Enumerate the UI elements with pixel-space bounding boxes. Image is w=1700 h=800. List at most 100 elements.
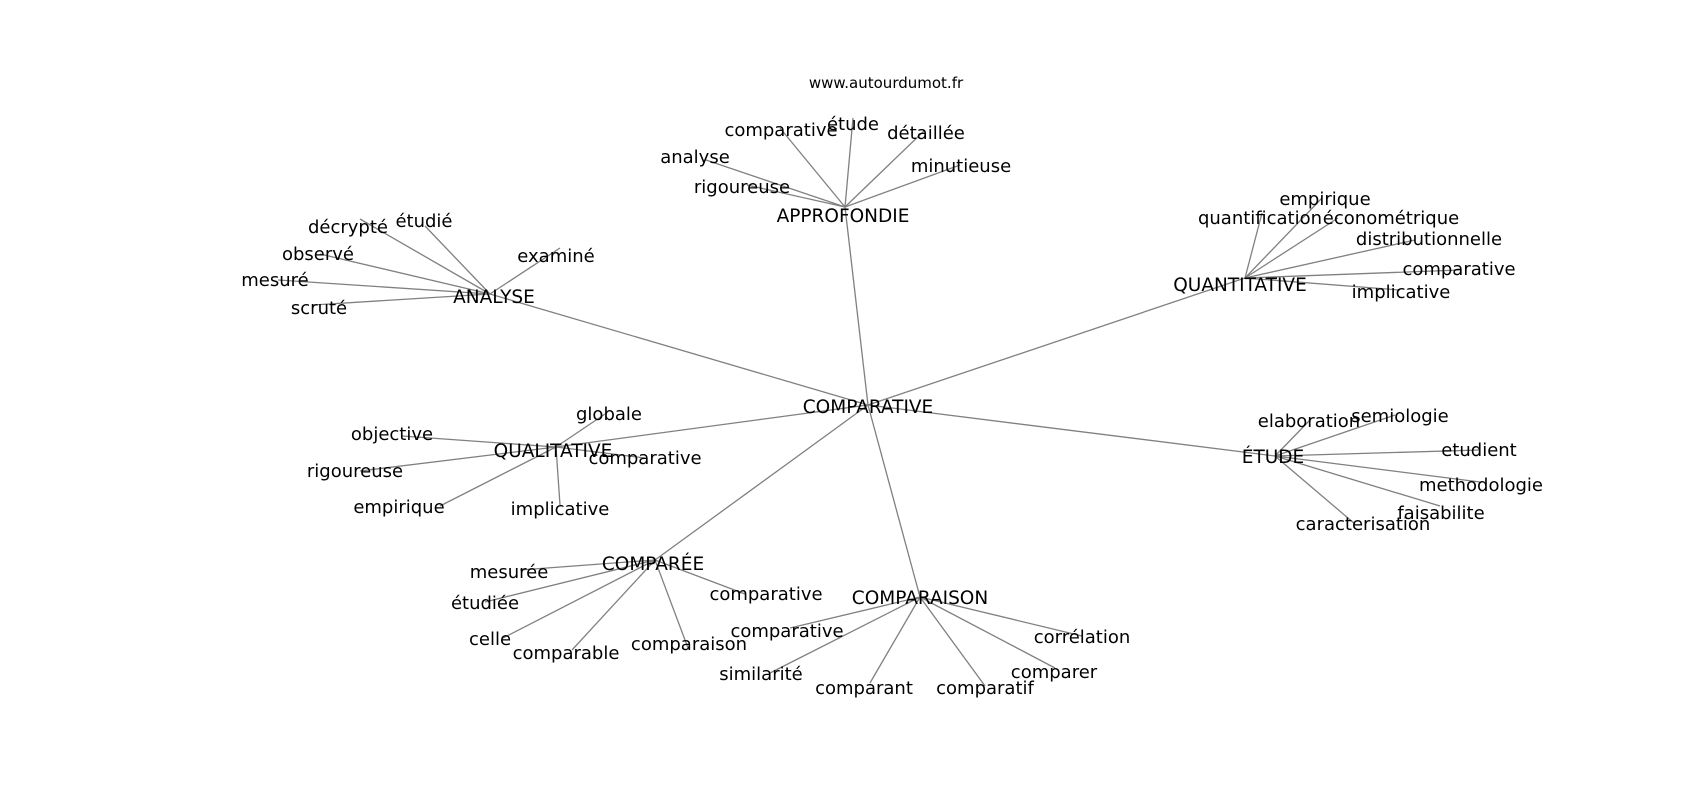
edge-qualitative-leaf-0 — [555, 413, 606, 448]
node-leaf-comparaison-3[interactable]: similarité — [719, 664, 802, 685]
node-hub-qualitative[interactable]: QUALITATIVE — [494, 441, 613, 462]
node-leaf-comparee-2[interactable]: comparative — [709, 584, 822, 605]
edge-comparee-leaf-4 — [654, 559, 689, 649]
node-leaf-approfondie-5[interactable]: rigoureuse — [694, 177, 790, 198]
edge-root-comparee — [654, 404, 869, 561]
node-hub-etude[interactable]: ÉTUDE — [1242, 446, 1304, 468]
node-leaf-quantitative-5[interactable]: implicative — [1352, 282, 1451, 303]
node-leaf-analyse-4[interactable]: mesuré — [241, 270, 308, 291]
edge-quantitative-leaf-1 — [1244, 212, 1263, 279]
edge-etude-leaf-5 — [1274, 455, 1356, 525]
node-leaf-quantitative-4[interactable]: comparative — [1402, 259, 1515, 280]
node-leaf-comparee-1[interactable]: étudiée — [451, 593, 519, 614]
node-leaf-comparaison-0[interactable]: comparative — [730, 621, 843, 642]
edge-etude-leaf-2 — [1274, 449, 1481, 457]
node-leaf-comparee-0[interactable]: mesurée — [470, 562, 549, 583]
node-leaf-comparee-3[interactable]: celle — [469, 629, 511, 650]
edge-comparee-leaf-0 — [519, 559, 656, 571]
node-leaf-etude-5[interactable]: caracterisation — [1296, 514, 1431, 535]
edge-analyse-leaf-3 — [489, 247, 561, 295]
edge-root-etude — [867, 404, 1276, 457]
node-leaf-comparaison-4[interactable]: comparant — [815, 678, 913, 699]
node-root[interactable]: COMPARATIVE — [803, 397, 934, 418]
node-hub-comparaison[interactable]: COMPARAISON — [852, 588, 988, 609]
node-leaf-approfondie-0[interactable]: comparative — [724, 120, 837, 141]
node-leaf-quantitative-3[interactable]: distributionnelle — [1356, 229, 1502, 250]
node-leaf-comparaison-2[interactable]: comparer — [1011, 662, 1098, 683]
edge-comparaison-leaf-1 — [919, 596, 1083, 637]
edge-root-qualitative — [555, 404, 869, 448]
edge-comparaison-leaf-3 — [769, 596, 921, 674]
node-leaf-analyse-5[interactable]: scruté — [291, 298, 347, 319]
edge-approfondie-leaf-1 — [844, 117, 854, 208]
node-leaf-analyse-0[interactable]: décrypté — [308, 217, 388, 238]
edge-etude-leaf-0 — [1274, 419, 1311, 457]
edge-qualitative-leaf-1 — [401, 435, 557, 448]
watermark-text: www.autourdumot.fr — [809, 74, 964, 92]
edge-etude-leaf-3 — [1274, 455, 1481, 483]
node-hub-comparee[interactable]: COMPARÉE — [602, 553, 704, 575]
node-leaf-quantitative-1[interactable]: quantification — [1198, 208, 1322, 229]
edge-comparaison-leaf-0 — [789, 596, 921, 629]
node-leaf-comparee-5[interactable]: comparable — [513, 643, 620, 664]
edge-root-approfondie — [844, 206, 869, 406]
edge-analyse-leaf-2 — [319, 253, 491, 295]
node-hub-quantitative[interactable]: QUANTITATIVE — [1173, 275, 1307, 296]
edge-quantitative-leaf-0 — [1244, 197, 1323, 279]
node-leaf-approfondie-3[interactable]: analyse — [660, 147, 730, 168]
node-leaf-analyse-2[interactable]: observé — [282, 244, 354, 265]
edge-approfondie-leaf-2 — [844, 129, 926, 208]
edge-etude-leaf-1 — [1274, 414, 1396, 457]
edge-root-comparaison — [867, 404, 921, 598]
edge-comparaison-leaf-4 — [869, 596, 921, 684]
edge-qualitative-leaf-3 — [359, 446, 557, 472]
edge-analyse-leaf-4 — [277, 279, 491, 295]
node-leaf-qualitative-1[interactable]: objective — [351, 424, 433, 445]
edge-comparaison-leaf-5 — [919, 596, 986, 687]
edge-etude-leaf-4 — [1274, 455, 1441, 507]
node-leaf-qualitative-4[interactable]: empirique — [353, 497, 444, 518]
edge-quantitative-leaf-5 — [1244, 277, 1401, 291]
edge-qualitative-leaf-2 — [555, 446, 646, 459]
edge-analyse-leaf-1 — [424, 225, 491, 295]
node-leaf-approfondie-2[interactable]: détaillée — [887, 123, 965, 144]
labels-layer: www.autourdumot.fr COMPARATIVE APPROFONDI… — [241, 74, 1543, 699]
node-leaf-qualitative-2[interactable]: comparative — [588, 448, 701, 469]
node-leaf-analyse-3[interactable]: examiné — [517, 246, 594, 267]
edge-approfondie-leaf-0 — [779, 127, 846, 208]
node-leaf-quantitative-0[interactable]: empirique — [1279, 189, 1370, 210]
edges-layer — [277, 117, 1481, 687]
node-leaf-etude-2[interactable]: etudient — [1441, 440, 1517, 461]
edge-root-analyse — [489, 293, 869, 406]
edge-quantitative-leaf-4 — [1244, 269, 1461, 279]
node-leaf-etude-0[interactable]: elaboration — [1258, 411, 1360, 432]
edge-comparee-leaf-5 — [571, 559, 656, 651]
edge-comparaison-leaf-2 — [919, 596, 1056, 669]
node-hub-analyse[interactable]: ANALYSE — [453, 287, 535, 308]
node-leaf-approfondie-1[interactable]: étude — [827, 114, 879, 135]
edge-root-quantitative — [867, 277, 1246, 406]
node-leaf-analyse-1[interactable]: étudié — [395, 211, 452, 232]
edge-analyse-leaf-5 — [312, 293, 491, 306]
node-leaf-quantitative-2[interactable]: économétrique — [1323, 208, 1459, 229]
edge-qualitative-leaf-4 — [439, 446, 557, 507]
node-leaf-comparaison-1[interactable]: corrélation — [1034, 627, 1131, 648]
edge-comparee-leaf-3 — [502, 559, 656, 639]
node-leaf-etude-1[interactable]: semiologie — [1351, 406, 1449, 427]
node-leaf-comparee-4[interactable]: comparaison — [631, 634, 747, 655]
node-leaf-qualitative-3[interactable]: rigoureuse — [307, 461, 403, 482]
edge-comparee-leaf-2 — [654, 559, 746, 595]
node-leaf-approfondie-4[interactable]: minutieuse — [911, 156, 1011, 177]
edge-qualitative-leaf-5 — [555, 446, 561, 506]
node-leaf-qualitative-0[interactable]: globale — [576, 404, 642, 425]
edge-analyse-leaf-0 — [359, 218, 491, 295]
edge-approfondie-leaf-5 — [746, 184, 846, 208]
node-leaf-etude-4[interactable]: faisabilite — [1397, 503, 1484, 524]
edge-comparee-leaf-1 — [484, 559, 656, 603]
edge-quantitative-leaf-3 — [1244, 239, 1416, 279]
edge-quantitative-leaf-2 — [1244, 217, 1339, 279]
node-leaf-comparaison-5[interactable]: comparatif — [936, 678, 1034, 699]
node-hub-approfondie[interactable]: APPROFONDIE — [777, 206, 910, 227]
node-leaf-etude-3[interactable]: methodologie — [1419, 475, 1543, 496]
node-leaf-qualitative-5[interactable]: implicative — [511, 499, 610, 520]
